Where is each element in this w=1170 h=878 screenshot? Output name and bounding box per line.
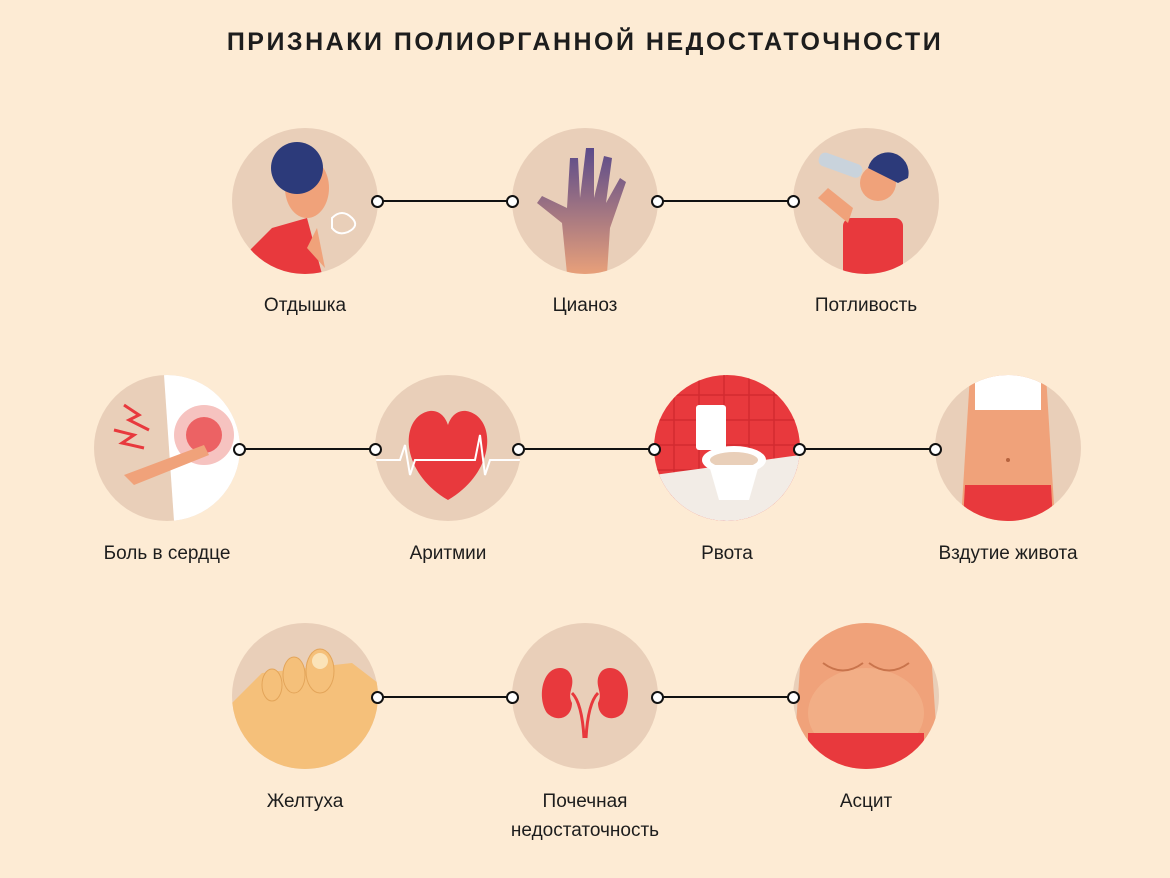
kidneys-icon	[512, 623, 658, 769]
heart-ecg-icon	[375, 375, 521, 521]
connector-dot	[369, 443, 382, 456]
symptom-label: Асцит	[839, 791, 893, 812]
connector-line	[522, 448, 654, 450]
bloated-belly-icon	[935, 375, 1081, 521]
label-line: Почечная	[542, 791, 628, 812]
drinking-water-icon	[793, 128, 939, 274]
connector-dot	[651, 195, 664, 208]
page-title: ПРИЗНАКИ ПОЛИОРГАННОЙ НЕДОСТАТОЧНОСТИ	[226, 28, 944, 56]
ascites-belly-icon	[793, 623, 939, 769]
symptom-label: Отдышка	[263, 295, 347, 316]
symptom-label: Потливость	[814, 295, 918, 316]
connector-dot	[371, 691, 384, 704]
label-line: недостаточность	[510, 820, 660, 841]
symptom-label: Желтуха	[266, 791, 344, 812]
connector-line	[661, 696, 793, 698]
symptom-label: Аритмии	[409, 543, 487, 564]
chest-pain-icon	[94, 375, 240, 521]
connector-dot	[651, 691, 664, 704]
connector-dot	[787, 195, 800, 208]
shortness-of-breath-icon	[232, 128, 378, 274]
symptom-label: Почечная недостаточность	[455, 787, 715, 845]
connector-line	[381, 200, 512, 202]
connector-dot	[506, 195, 519, 208]
connector-line	[243, 448, 375, 450]
connector-dot	[787, 691, 800, 704]
connector-line	[661, 200, 793, 202]
connector-dot	[371, 195, 384, 208]
cyanotic-hand-icon	[512, 128, 658, 274]
symptom-label: Вздутие живота	[938, 543, 1078, 564]
connector-dot	[512, 443, 525, 456]
connector-line	[381, 696, 512, 698]
connector-dot	[233, 443, 246, 456]
connector-dot	[793, 443, 806, 456]
connector-line	[803, 448, 935, 450]
connector-dot	[648, 443, 661, 456]
toilet-icon	[654, 375, 800, 521]
yellow-foot-icon	[232, 623, 378, 769]
symptom-label: Боль в сердце	[103, 543, 231, 564]
symptom-label: Рвота	[701, 543, 753, 564]
connector-dot	[929, 443, 942, 456]
symptom-label: Цианоз	[552, 295, 618, 316]
connector-dot	[506, 691, 519, 704]
